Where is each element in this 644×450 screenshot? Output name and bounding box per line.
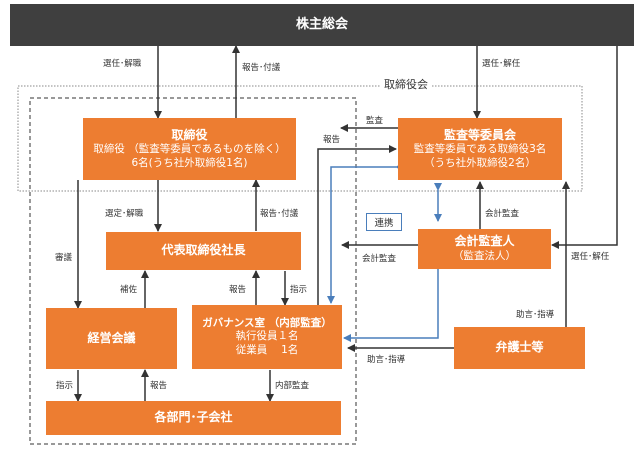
label-report-gov-to-president: 報告 xyxy=(229,285,247,295)
label-report-propose-top: 報告･付議 xyxy=(242,63,281,73)
accounting-auditor-title: 会計監査人 xyxy=(454,234,515,249)
governance-office-line1: 執行役員１名 xyxy=(235,330,299,343)
governance-office-box: ガバナンス室 （内部監査） 執行役員１名 従業員 1名 xyxy=(192,305,342,369)
label-elect-dismiss-auditor: 選任･解任 xyxy=(571,252,610,262)
governance-office-title: ガバナンス室 （内部監査） xyxy=(202,316,332,329)
shareholders-meeting-box: 株主総会 xyxy=(10,4,634,46)
lawyer-box: 弁護士等 xyxy=(454,327,585,369)
link-auditor-gov xyxy=(343,261,442,342)
label-report-propose-president: 報告･付議 xyxy=(260,209,299,219)
board-line2: 6名(うち社外取締役1名) xyxy=(131,156,248,169)
label-elect-dismiss-right: 選任･解任 xyxy=(482,59,521,69)
label-advice-lawyer-up: 助言･指導 xyxy=(516,310,555,320)
accounting-auditor-box: 会計監査人 （監査法人） xyxy=(418,229,551,269)
accounting-auditor-line1: （監査法人） xyxy=(453,249,516,262)
label-select-dismiss: 選定･解職 xyxy=(105,209,144,219)
departments-title: 各部門･子会社 xyxy=(154,410,233,425)
audit-committee-title: 監査等委員会 xyxy=(443,127,516,142)
renkei-badge: 連携 xyxy=(366,213,402,231)
label-assist: 補佐 xyxy=(120,285,138,295)
audit-committee-line1: 監査等委員である取締役3名 xyxy=(413,143,547,156)
president-box: 代表取締役社長 xyxy=(106,232,301,270)
board-meeting-frame xyxy=(17,85,583,192)
label-deliberation: 審議 xyxy=(55,253,73,263)
board-meeting-label: 取締役会 xyxy=(381,79,431,90)
label-accounting-audit-up: 会計監査 xyxy=(485,209,520,219)
president-title: 代表取締役社長 xyxy=(161,243,246,258)
label-report-gov-to-audit: 報告 xyxy=(323,135,341,145)
board-title: 取締役 xyxy=(171,127,208,142)
label-depts-report: 報告 xyxy=(150,381,168,391)
arrow-gov-report-audit xyxy=(317,145,397,305)
shareholders-title: 株主総会 xyxy=(295,16,348,32)
lawyer-title: 弁護士等 xyxy=(495,340,544,355)
audit-committee-line2: （うち社外取締役2名） xyxy=(424,156,536,169)
board-box: 取締役 取締役 （監査等委員であるものを除く） 6名(うち社外取締役1名) xyxy=(83,118,296,180)
label-instruct-gov: 指示 xyxy=(290,285,308,295)
arrow-elect-auditor xyxy=(551,46,618,249)
label-instruct-depts: 指示 xyxy=(56,381,74,391)
departments-box: 各部門･子会社 xyxy=(46,401,341,435)
governance-office-line2: 従業員 1名 xyxy=(235,343,299,356)
board-line1: 取締役 （監査等委員であるものを除く） xyxy=(93,143,286,156)
label-internal-audit: 内部監査 xyxy=(275,381,310,391)
link-audit-gov xyxy=(327,163,403,304)
label-elect-dismiss-left: 選任･解職 xyxy=(103,59,142,69)
management-council-title: 経営会議 xyxy=(87,330,136,345)
audit-committee-box: 監査等委員会 監査等委員である取締役3名 （うち社外取締役2名） xyxy=(398,118,562,180)
label-accounting-audit-left: 会計監査 xyxy=(362,254,397,264)
management-council-box: 経営会議 xyxy=(46,308,177,369)
label-advice-lawyer-left: 助言･指導 xyxy=(367,355,406,365)
label-audit: 監査 xyxy=(366,116,384,126)
